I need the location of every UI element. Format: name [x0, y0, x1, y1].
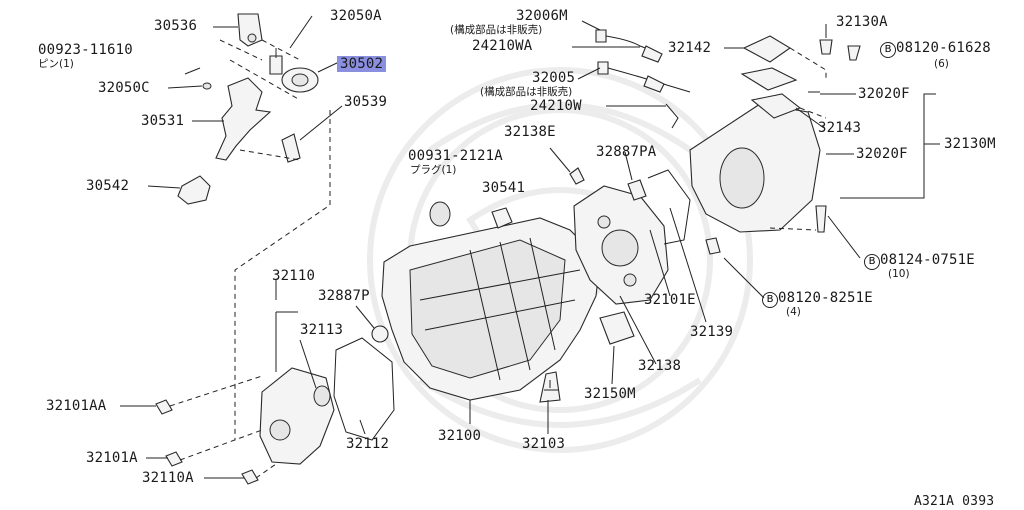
switch-wiring-group	[595, 29, 691, 129]
label-30531: 30531	[141, 113, 185, 129]
part-32110-shape	[259, 367, 335, 465]
label-32006M: 32006M	[516, 8, 568, 24]
bolt-marker-b-1: B	[880, 42, 896, 58]
part-32887PA-shape	[627, 179, 647, 201]
part-30541-shape	[491, 207, 513, 229]
bolt-marker-b-3: B	[762, 292, 778, 308]
label-08120-8251E: 08120-8251E	[778, 290, 873, 306]
label-32110A: 32110A	[142, 470, 194, 486]
label-32050C: 32050C	[98, 80, 150, 96]
label-32020F-bottom: 32020F	[856, 146, 908, 162]
release-bearing-group	[147, 13, 319, 205]
label-30502-highlighted[interactable]: 30502	[337, 56, 387, 72]
part-30531-shape	[215, 77, 272, 161]
label-32887PA: 32887PA	[596, 144, 657, 160]
label-08120-61628-qty: (6)	[934, 58, 949, 70]
part-32113-shape	[313, 385, 331, 407]
label-30541: 30541	[482, 180, 526, 196]
label-32142: 32142	[668, 40, 712, 56]
label-32103: 32103	[522, 436, 566, 452]
label-32112: 32112	[346, 436, 390, 452]
label-32050A: 32050A	[330, 8, 382, 24]
label-32150M: 32150M	[584, 386, 636, 402]
part-00931-shape	[429, 201, 451, 227]
extension-housing-group	[689, 35, 861, 255]
label-32101E: 32101E	[644, 292, 696, 308]
label-32100: 32100	[438, 428, 482, 444]
part-30542-shape	[177, 175, 211, 205]
label-32887P: 32887P	[318, 288, 370, 304]
part-32143-shape	[740, 67, 798, 91]
label-32005: 32005	[532, 70, 576, 86]
label-30536: 30536	[154, 18, 198, 34]
label-32005-sub: (構成部品は非販売)	[480, 86, 573, 98]
part-32142-shape	[742, 35, 792, 63]
label-24210WA: 24210WA	[472, 38, 533, 54]
label-30539: 30539	[344, 94, 388, 110]
label-08120-61628: 08120-61628	[896, 40, 991, 56]
label-32110: 32110	[272, 268, 316, 284]
label-32006M-sub: (構成部品は非販売)	[450, 24, 543, 36]
label-08124-0751E: 08124-0751E	[880, 252, 975, 268]
label-32138E: 32138E	[504, 124, 556, 140]
transmission-case-group	[381, 201, 601, 403]
label-32143: 32143	[818, 120, 862, 136]
label-32101A: 32101A	[86, 450, 138, 466]
label-32130A: 32130A	[836, 14, 888, 30]
part-32150M-shape	[599, 311, 635, 345]
label-00931-sub: プラグ(1)	[410, 164, 457, 176]
adapter-plate-group	[549, 147, 691, 345]
label-32138: 32138	[638, 358, 682, 374]
label-32113: 32113	[300, 322, 344, 338]
label-30542: 30542	[86, 178, 130, 194]
label-08124-qty: (10)	[888, 268, 910, 280]
part-32887P-shape	[371, 325, 389, 343]
label-32130M: 32130M	[944, 136, 996, 152]
front-cover-group	[155, 325, 395, 485]
bolt-marker-b-2: B	[864, 254, 880, 270]
label-32020F-top: 32020F	[858, 86, 910, 102]
label-00931-2121A: 00931-2121A	[408, 148, 503, 164]
label-00923-11610: 00923-11610	[38, 42, 133, 58]
label-32139: 32139	[690, 324, 734, 340]
label-24210W: 24210W	[530, 98, 582, 114]
figure-code: A321A 0393	[914, 494, 995, 509]
label-00923-sub: ピン(1)	[38, 58, 74, 70]
label-32101AA: 32101AA	[46, 398, 107, 414]
part-32112-shape	[333, 337, 395, 441]
label-08120-8251E-qty: (4)	[786, 306, 801, 318]
